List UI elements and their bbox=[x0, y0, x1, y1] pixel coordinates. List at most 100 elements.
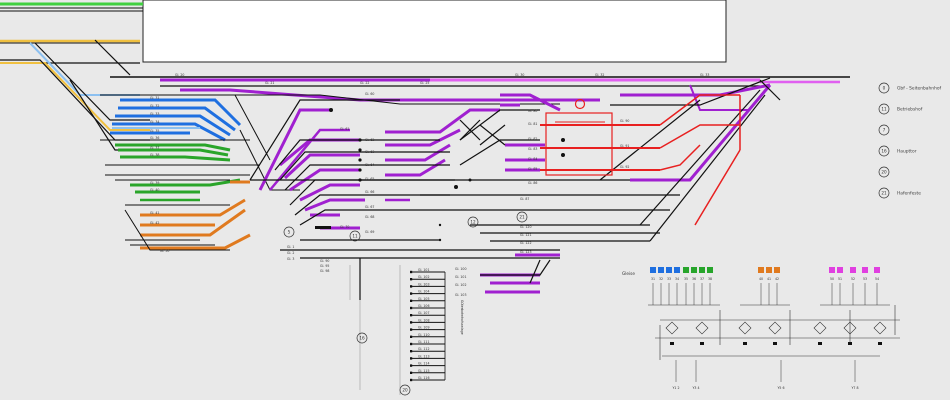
panel-indicator-5[interactable] bbox=[691, 267, 697, 273]
track-label-right-4: Gl. 84 bbox=[528, 157, 537, 161]
crossing bbox=[459, 119, 506, 146]
track-label-bottom_center-3: Gl. 103 bbox=[455, 293, 466, 297]
panel-column-label-13: 52 bbox=[851, 277, 855, 281]
legend-number-0: 0 bbox=[883, 86, 886, 91]
panel-bottom-label-3: Y7 8 bbox=[851, 386, 858, 390]
legend-label-3: Haupttor bbox=[897, 149, 917, 155]
ladder-stop-3 bbox=[410, 292, 413, 295]
panel-relay-6 bbox=[878, 342, 882, 345]
panel-indicator-2[interactable] bbox=[666, 267, 672, 273]
legend-marker-0 bbox=[878, 82, 890, 94]
panel-indicator-6[interactable] bbox=[699, 267, 705, 273]
panel-indicator-0[interactable] bbox=[650, 267, 656, 273]
panel-switch-6[interactable] bbox=[873, 321, 887, 335]
track-label-left_yard-3: Gl. 34 bbox=[150, 120, 159, 124]
yard-black bbox=[100, 94, 300, 251]
circle-marker-3 bbox=[356, 332, 368, 344]
panel-indicator-14[interactable] bbox=[862, 267, 868, 273]
track-label-bottom_center-0: Gl. 100 bbox=[455, 267, 466, 271]
panel-circuit bbox=[648, 304, 900, 360]
ladder-stop-2 bbox=[410, 285, 413, 288]
panel-column-label-11: 50 bbox=[830, 277, 834, 281]
track-label-left_yard-6: Gl. 37 bbox=[150, 146, 159, 150]
panel-relay-4 bbox=[818, 342, 822, 345]
panel-relay-0 bbox=[670, 342, 674, 345]
track-label-center-9: Gl. 69 bbox=[365, 230, 374, 234]
panel-indicator-7[interactable] bbox=[707, 267, 713, 273]
panel-indicator-10[interactable] bbox=[774, 267, 780, 273]
panel-indicator-12[interactable] bbox=[837, 267, 843, 273]
track-label-center-8: Gl. 68 bbox=[365, 215, 374, 219]
bottom-small-label-0: Gl. 90 bbox=[320, 259, 329, 263]
panel-column-label-0: 31 bbox=[651, 277, 655, 281]
track-label-red_area-1: Gl. 91 bbox=[620, 144, 629, 148]
ladder-label-10: Gl. 111 bbox=[418, 340, 429, 344]
panel-switch-2[interactable] bbox=[738, 321, 752, 335]
track-label-center-3: Gl. 63 bbox=[365, 150, 374, 154]
track-label-top-2: Gl. 22 bbox=[360, 81, 369, 85]
ladder-label-1: Gl. 102 bbox=[418, 275, 429, 279]
ladder-label-9: Gl. 110 bbox=[418, 333, 429, 337]
track-label-center-5: Gl. 65 bbox=[365, 177, 374, 181]
legend-number-2: 7 bbox=[883, 128, 886, 133]
track-label-center-6: Gl. 66 bbox=[365, 190, 374, 194]
panel-indicator-13[interactable] bbox=[850, 267, 856, 273]
legend-marker-4 bbox=[878, 166, 890, 178]
ladder-label-4: Gl. 105 bbox=[418, 297, 429, 301]
ladder-stop-14 bbox=[410, 371, 413, 374]
panel-switch-5[interactable] bbox=[843, 321, 857, 335]
signal-nodes bbox=[315, 108, 565, 242]
overlay-panel[interactable] bbox=[142, 0, 727, 63]
ladder-label-14: Gl. 115 bbox=[418, 369, 429, 373]
panel-indicator-4[interactable] bbox=[683, 267, 689, 273]
circle-marker-4 bbox=[399, 384, 411, 396]
circle-marker-label-4: 20 bbox=[402, 388, 408, 393]
panel-indicator-11[interactable] bbox=[829, 267, 835, 273]
panel-indicator-15[interactable] bbox=[874, 267, 880, 273]
panel-indicator-3[interactable] bbox=[674, 267, 680, 273]
track-label-left_yard-7: Gl. 38 bbox=[150, 153, 159, 157]
circle-marker-label-5: 21 bbox=[519, 215, 525, 220]
panel-column-label-10: 42 bbox=[775, 277, 779, 281]
track-label-left_yard-1: Gl. 32 bbox=[150, 104, 159, 108]
track-label-top-6: Gl. 33 bbox=[700, 73, 709, 77]
track-label-center-0: Gl. 60 bbox=[365, 92, 374, 96]
panel-indicator-9[interactable] bbox=[766, 267, 772, 273]
panel-switch-1[interactable] bbox=[695, 321, 709, 335]
track-label-right-2: Gl. 82 bbox=[528, 137, 537, 141]
panel-bottom-label-0: Y1 2 bbox=[672, 386, 679, 390]
yard-orange bbox=[140, 180, 251, 250]
panel-column-label-8: 40 bbox=[759, 277, 763, 281]
ladder-stop-7 bbox=[410, 321, 413, 324]
track-label-left_yard-9: Gl. 40 bbox=[150, 188, 159, 192]
track-label-bottom_center-1: Gl. 101 bbox=[455, 275, 466, 279]
panel-column-label-5: 36 bbox=[692, 277, 696, 281]
ladder-label-7: Gl. 108 bbox=[418, 318, 429, 322]
ladder-label-15: Gl. 116 bbox=[418, 376, 429, 380]
track-label-left_yard-11: Gl. 42 bbox=[150, 221, 159, 225]
panel-indicator-8[interactable] bbox=[758, 267, 764, 273]
track-label-right-0: Gl. 80 bbox=[528, 109, 537, 113]
panel-indicator-1[interactable] bbox=[658, 267, 664, 273]
panel-switch-0[interactable] bbox=[665, 321, 679, 335]
panel-column-label-7: 38 bbox=[708, 277, 712, 281]
panel-bottom-label-2: Y5 6 bbox=[777, 386, 784, 390]
ladder-stop-1 bbox=[410, 278, 413, 281]
ladder-stop-10 bbox=[410, 342, 413, 346]
track-label-lower_right-0: Gl. 120 bbox=[520, 225, 531, 229]
track-label-top-0: Gl. 20 bbox=[175, 73, 184, 77]
circle-marker-label-0: 5 bbox=[288, 230, 291, 235]
ladder-label-3: Gl. 104 bbox=[418, 290, 429, 294]
panel-switch-3[interactable] bbox=[768, 321, 782, 335]
track-label-left_yard-12: Gl. 50 bbox=[160, 249, 169, 253]
panel-relay-5 bbox=[848, 342, 852, 345]
panel-switch-4[interactable] bbox=[813, 321, 827, 335]
track-label-top-5: Gl. 32 bbox=[595, 73, 604, 77]
panel-column-label-12: 51 bbox=[838, 277, 842, 281]
ladder-stop-8 bbox=[410, 328, 413, 331]
panel-column-label-15: 54 bbox=[875, 277, 879, 281]
circle-marker-1 bbox=[349, 230, 361, 242]
